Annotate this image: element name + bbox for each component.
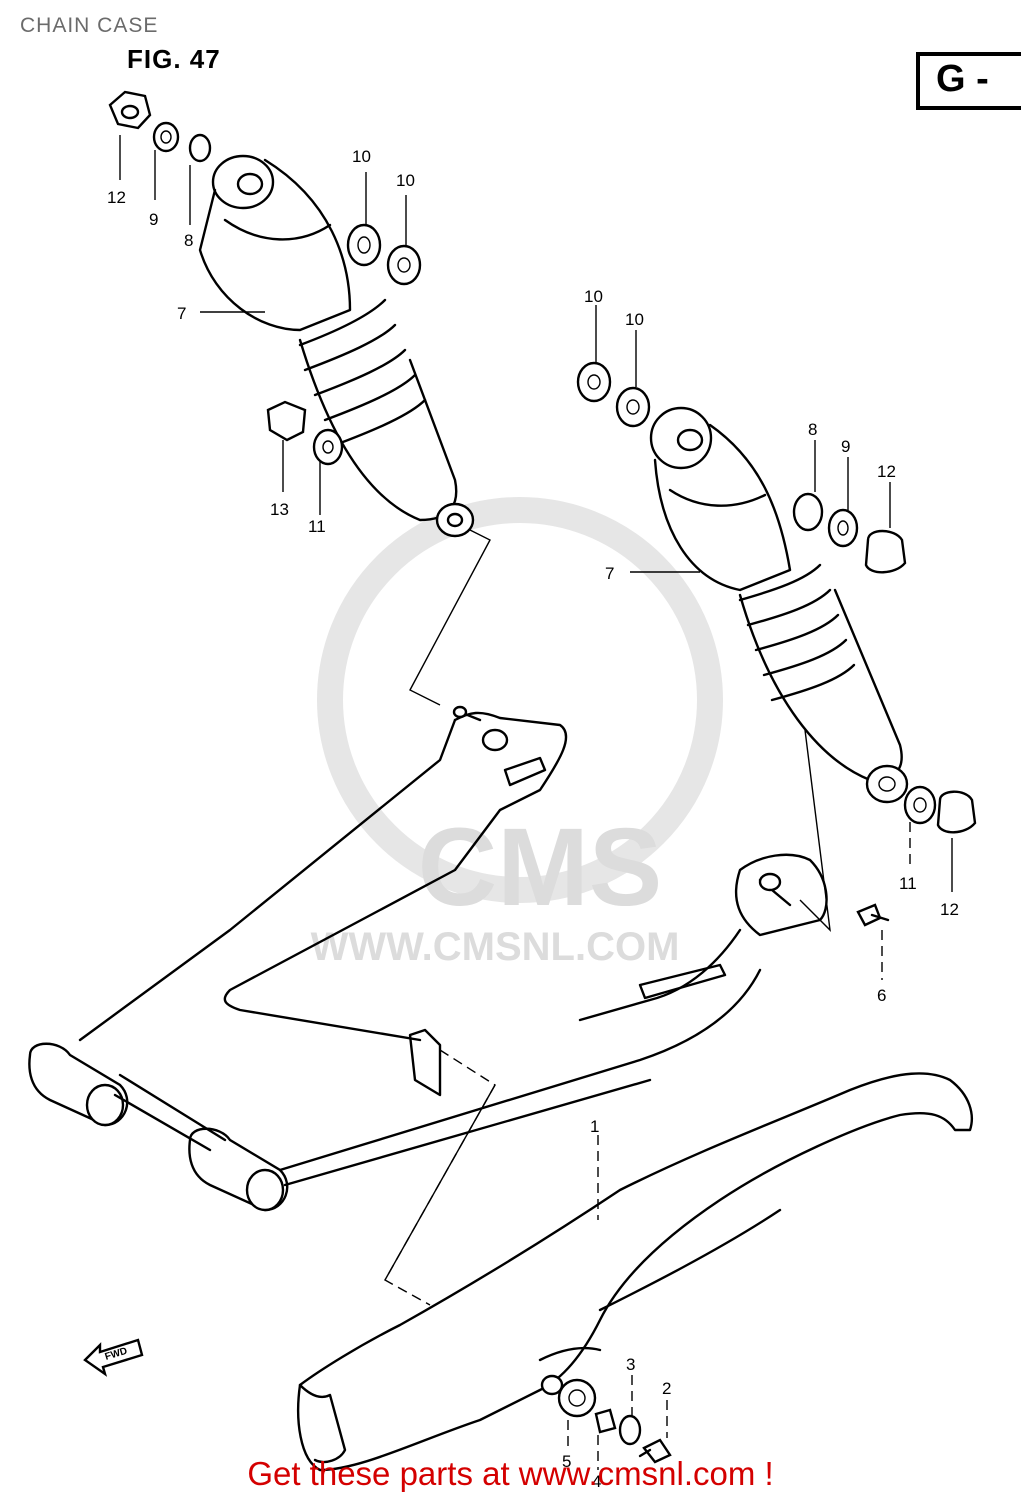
callout-7: 7: [605, 564, 614, 583]
callout-4: 4: [592, 1472, 601, 1491]
watermark: CMS WWW.CMSNL.COM: [311, 497, 723, 969]
callout-9: 9: [841, 437, 850, 456]
callout-3: 3: [626, 1355, 635, 1374]
group-code: G -: [936, 58, 989, 100]
callout-2: 2: [662, 1379, 671, 1398]
watermark-logo-text: CMS: [418, 806, 662, 929]
callout-1: 1: [590, 1117, 599, 1136]
callout-10: 10: [396, 171, 415, 190]
callout-8: 8: [184, 231, 193, 250]
callout-11: 11: [899, 874, 917, 893]
chain-case: [297, 1072, 973, 1472]
reference-lines: [119, 135, 953, 1470]
rear-shock-absorber-left: [198, 154, 475, 538]
page-title: CHAIN CASE: [20, 14, 159, 37]
watermark-mascot-icon: [317, 497, 723, 903]
callout-10: 10: [625, 310, 644, 329]
callout-7: 7: [177, 304, 186, 323]
callout-12: 12: [940, 900, 959, 919]
chain-case-hardware: [557, 1378, 672, 1464]
forward-arrow: FWD: [83, 1338, 144, 1377]
callout-5: 5: [562, 1452, 571, 1471]
rear-shock-absorber-right: [649, 406, 909, 804]
callout-8: 8: [808, 420, 817, 439]
callout-6: 6: [877, 986, 886, 1005]
callout-10: 10: [352, 147, 371, 166]
right-shock-hardware: [576, 361, 977, 927]
watermark-url-text: WWW.CMSNL.COM: [311, 925, 680, 969]
left-shock-hardware: [108, 90, 422, 466]
callout-12: 12: [877, 462, 896, 481]
footer-parts-link[interactable]: Get these parts at www.cmsnl.com !: [247, 1455, 774, 1492]
callout-9: 9: [149, 210, 158, 229]
callout-11: 11: [308, 517, 326, 536]
callout-numbers: 12 9 8 10 10 7 13 11 10 10 8 9 12 7 11 1…: [107, 147, 959, 1491]
swing-arm: [28, 705, 828, 1212]
group-code-box: [916, 52, 1021, 110]
callout-13: 13: [270, 500, 289, 519]
callout-12: 12: [107, 188, 126, 207]
figure-label: FIG. 47: [127, 44, 221, 74]
callout-10: 10: [584, 287, 603, 306]
